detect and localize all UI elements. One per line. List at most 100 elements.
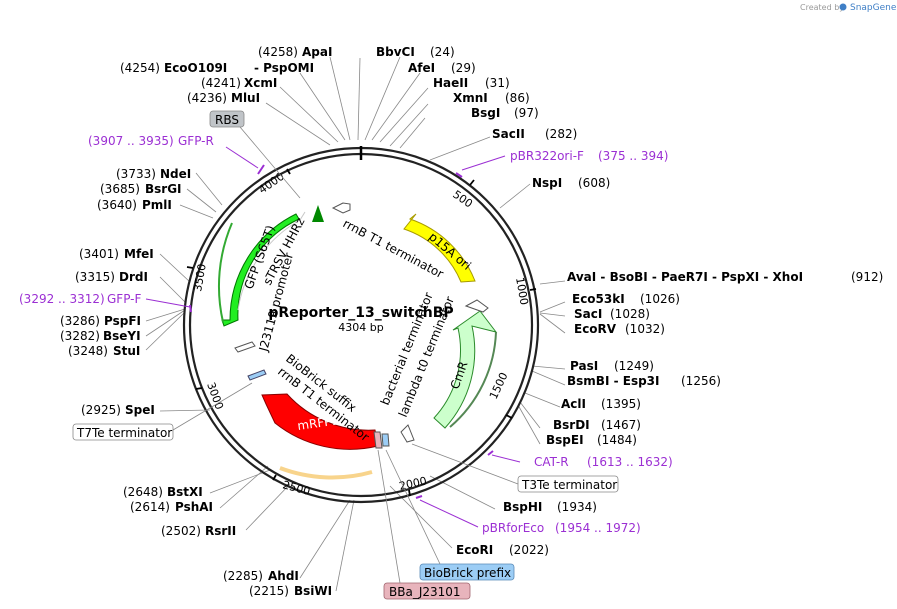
svg-text:(1484): (1484) — [597, 433, 637, 447]
site-label: AclI(1395) — [561, 397, 641, 411]
svg-text:BioBrick prefix: BioBrick prefix — [424, 566, 511, 580]
plasmid-backbone — [182, 146, 540, 504]
svg-text:(97): (97) — [514, 106, 539, 120]
svg-text:(2925): (2925) — [81, 403, 121, 417]
tick-label: 500 — [450, 188, 475, 211]
site-label: BsgI(97) — [471, 106, 539, 120]
svg-text:(1395): (1395) — [601, 397, 641, 411]
tick-label: 3500 — [191, 263, 209, 293]
svg-text:(29): (29) — [451, 61, 476, 75]
svg-text:AhdI: AhdI — [268, 569, 299, 583]
site-label: (3315) DrdI — [75, 270, 148, 284]
site-label: (3286)PspFI — [60, 314, 141, 328]
svg-text:(2215): (2215) — [249, 584, 289, 598]
site-label: (4258)ApaI — [258, 45, 332, 59]
svg-text:EcoRI: EcoRI — [456, 543, 493, 557]
primer-leaders — [145, 146, 521, 528]
svg-text:XcmI: XcmI — [244, 76, 277, 90]
snapgene-logo-icon — [839, 3, 847, 11]
svg-text:BseYI: BseYI — [103, 329, 141, 343]
svg-text:RsrII: RsrII — [205, 524, 236, 538]
site-label: - PspOMI — [254, 61, 314, 75]
snapgene-watermark: Created by SnapGene — [800, 3, 897, 13]
svg-text:(912): (912) — [851, 270, 883, 284]
site-label: (4241)XcmI — [201, 76, 277, 90]
svg-text:(3315): (3315) — [75, 270, 115, 284]
site-label: (3640) PmlI — [97, 198, 172, 212]
site-label: (4236)MluI — [187, 91, 260, 105]
site-label: (2648)BstXI — [123, 485, 203, 499]
svg-text:RBS: RBS — [215, 113, 239, 127]
svg-text:- PspOMI: - PspOMI — [254, 61, 314, 75]
svg-text:T7Te terminator: T7Te terminator — [76, 426, 172, 440]
svg-text:(86): (86) — [505, 91, 530, 105]
primer-bar-pbrforeco — [415, 495, 423, 499]
site-label: (4254)EcoO109I — [120, 61, 227, 75]
svg-text:SpeI: SpeI — [125, 403, 155, 417]
site-label: BsmBI - Esp3I(1256) — [567, 374, 721, 388]
site-label: AfeI(29) — [408, 61, 476, 75]
plasmid-name: pReporter_13_switchBP — [268, 305, 453, 321]
gfp-track-line — [218, 222, 233, 323]
primer-label: (3292 .. 3312)GFP-F — [19, 292, 142, 306]
svg-text:(4241): (4241) — [201, 76, 241, 90]
site-label: XmnI (86) — [453, 91, 530, 105]
svg-text:XmnI: XmnI — [453, 91, 488, 105]
svg-text:BsrGI: BsrGI — [145, 182, 182, 196]
box-label-rbs: RBS — [209, 110, 301, 199]
svg-text:DrdI: DrdI — [119, 270, 148, 284]
svg-text:(282): (282) — [545, 127, 577, 141]
svg-text:SacII: SacII — [492, 127, 525, 141]
svg-text:EcoRV: EcoRV — [574, 322, 617, 336]
feature-shhrz — [312, 205, 324, 222]
tick-label: 3000 — [204, 381, 226, 412]
svg-text:T3Te terminator: T3Te terminator — [521, 478, 617, 492]
boxed-feature-labels: RBS T7Te terminator T3Te terminator BioB… — [72, 110, 619, 600]
mrfp1-highlight — [279, 466, 373, 480]
site-label: (2285)AhdI — [223, 569, 299, 583]
svg-text:(3640): (3640) — [97, 198, 137, 212]
tick-marks — [186, 168, 537, 497]
svg-text:(1249): (1249) — [614, 359, 654, 373]
site-label: (2215)BsiWI — [249, 584, 332, 598]
svg-text:Eco53kI: Eco53kI — [572, 292, 625, 306]
tick-label: 1500 — [487, 370, 511, 401]
feature-biobrick-prefix — [381, 433, 390, 447]
svg-text:(1032): (1032) — [625, 322, 665, 336]
primer-label: pBR322ori-F(375 .. 394) — [510, 149, 668, 163]
feature-bacterial-terminator — [464, 299, 489, 313]
svg-text:PmlI: PmlI — [142, 198, 172, 212]
tick-label: 2500 — [281, 478, 311, 498]
svg-text:NspI: NspI — [532, 176, 562, 190]
site-label: BsrDI(1467) — [553, 418, 641, 432]
site-label: (3733)NdeI — [116, 167, 191, 181]
watermark-prefix: Created by — [800, 3, 844, 12]
cmr-track-line — [449, 331, 497, 428]
feature-lambda-t0-terminator — [400, 424, 415, 443]
site-label: SacII (282) — [492, 127, 577, 141]
svg-text:(1954 .. 1972): (1954 .. 1972) — [555, 521, 641, 535]
site-label: (2614)PshAI — [130, 500, 213, 514]
svg-text:(1467): (1467) — [601, 418, 641, 432]
site-label: BbvCI(24) — [376, 45, 455, 59]
inner-label-rrnb-t1-top: rrnB T1 terminator — [341, 216, 446, 281]
primer-bar-cat-r — [487, 450, 494, 456]
site-label: PasI(1249) — [570, 359, 654, 373]
svg-text:(3286): (3286) — [60, 314, 100, 328]
site-label: HaeII(31) — [433, 76, 510, 90]
primer-label: CAT-R(1613 .. 1632) — [534, 455, 673, 469]
box-label-t3te-terminator: T3Te terminator — [411, 443, 619, 493]
primer-bars — [189, 164, 494, 499]
site-label: AvaI - BsoBI - PaeR7I - PspXI - XhoI(912… — [567, 270, 883, 284]
feature-p15a-ori — [403, 213, 476, 283]
site-label: SacI(1028) — [574, 307, 650, 321]
site-label: Eco53kI(1026) — [572, 292, 680, 306]
svg-text:(375 .. 394): (375 .. 394) — [598, 149, 668, 163]
site-label: (2502) RsrII — [161, 524, 236, 538]
watermark-brand: SnapGene — [850, 3, 897, 13]
svg-text:(2502): (2502) — [161, 524, 201, 538]
svg-text:EcoO109I: EcoO109I — [164, 61, 227, 75]
feature-cmr — [433, 310, 498, 429]
svg-text:(3248): (3248) — [68, 344, 108, 358]
site-label: EcoRI(2022) — [456, 543, 549, 557]
